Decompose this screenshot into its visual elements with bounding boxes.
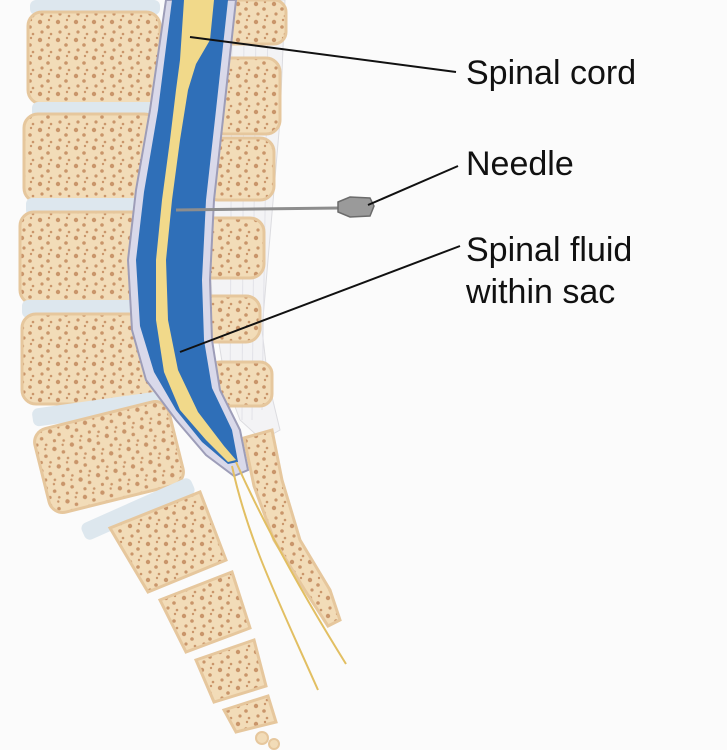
coccyx-segment [255, 731, 269, 745]
spinal-cord [156, 0, 236, 462]
coccyx-segment [221, 694, 278, 734]
spinal-fluid-label-line1: Spinal fluid [466, 231, 632, 269]
spinal-fluid-label-line2: within sac [465, 273, 615, 311]
needle-hub [337, 196, 375, 218]
vertebral-disc [81, 478, 195, 540]
sacrum [107, 490, 280, 750]
needle-shaft [175, 206, 341, 212]
vertebra-body [26, 10, 162, 106]
sacral-segment [193, 638, 268, 704]
spinal-fluid-leader [179, 245, 461, 353]
sacral-segment [157, 570, 252, 654]
needle [175, 196, 375, 218]
cauda-equina [231, 461, 347, 691]
coccyx-segment [268, 738, 280, 750]
leader-lines [179, 36, 461, 353]
spinal-cord-leader [189, 36, 457, 73]
spinal-cord-label: Spinal cord [466, 54, 636, 92]
sacral-crest [242, 428, 342, 628]
vertebra-body [33, 400, 185, 514]
vertebral-disc [32, 391, 162, 427]
vertebral-bodies [18, 0, 195, 540]
needle-label: Needle [466, 145, 574, 183]
needle-leader [367, 165, 459, 206]
sacral-segment [107, 490, 228, 594]
